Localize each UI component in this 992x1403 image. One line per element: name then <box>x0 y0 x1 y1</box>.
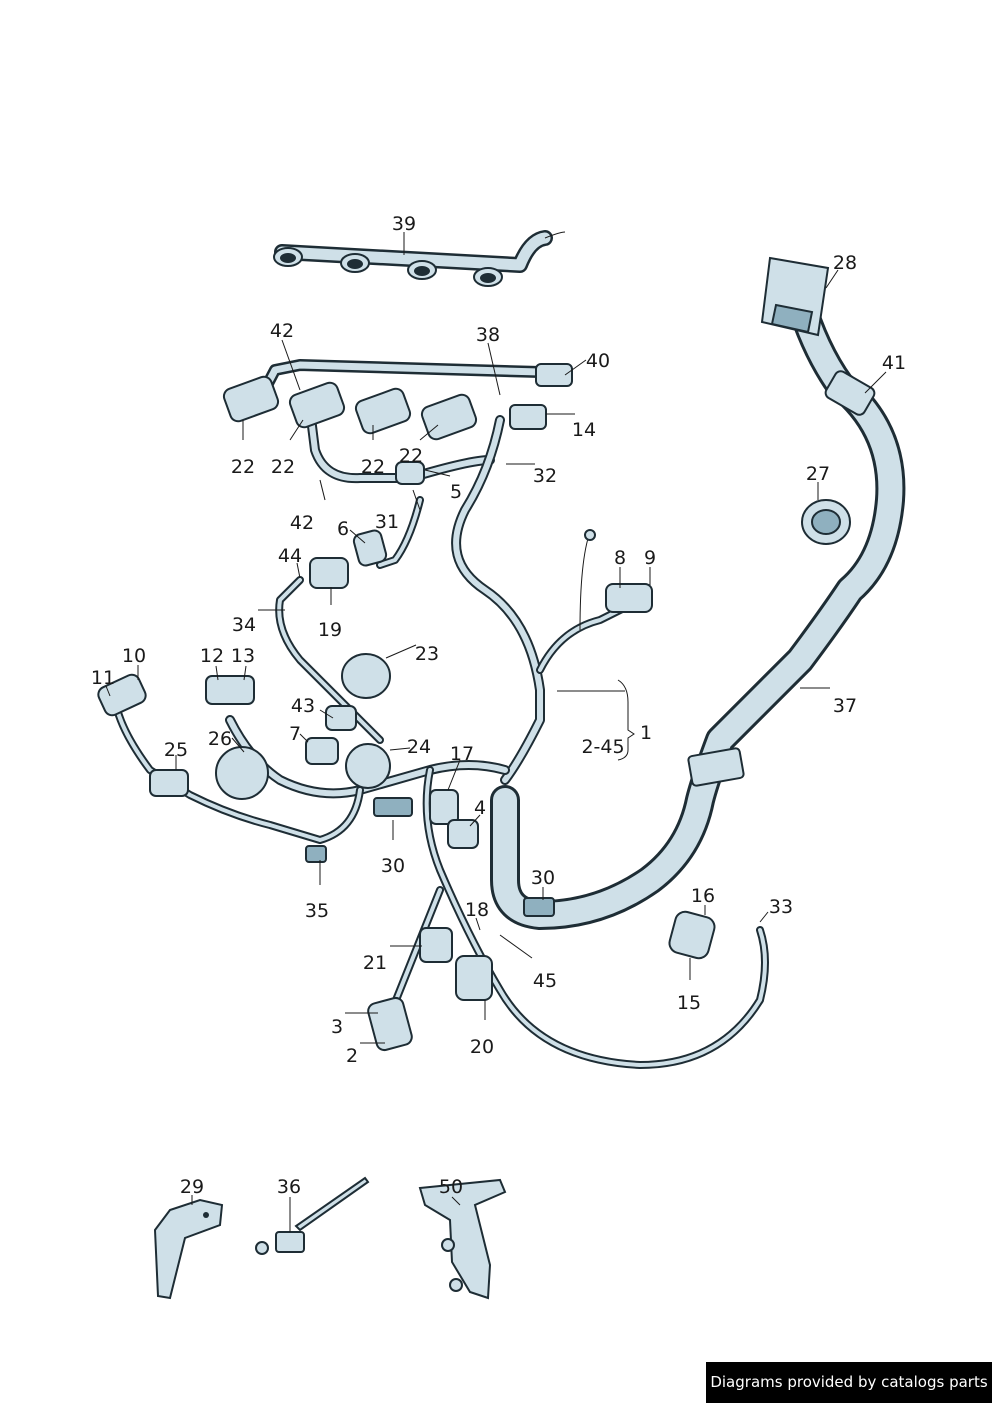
callout-28: 28 <box>833 252 857 274</box>
callout-4: 4 <box>474 797 486 819</box>
connector-40 <box>535 363 573 387</box>
connector-17 <box>429 789 459 825</box>
callout-36: 36 <box>277 1176 301 1198</box>
callout-12: 12 <box>200 645 224 667</box>
callout-19: 19 <box>318 619 342 641</box>
callout-20: 20 <box>470 1036 494 1058</box>
connector-23 <box>341 653 391 699</box>
callout-29: 29 <box>180 1176 204 1198</box>
coil-connector-1 <box>222 375 280 423</box>
callout-18: 18 <box>465 899 489 921</box>
callout-38: 38 <box>476 324 500 346</box>
credit-banner: Diagrams provided by catalogs parts <box>706 1362 992 1403</box>
callout-45: 45 <box>533 970 557 992</box>
connector-20 <box>455 955 493 1001</box>
callout-30-b: 30 <box>531 867 555 889</box>
callout-37: 37 <box>833 695 857 717</box>
sleeve-41 <box>824 370 876 416</box>
connector-28 <box>760 256 830 337</box>
coil-connector-3 <box>354 387 412 435</box>
coil-connector-2 <box>288 381 346 429</box>
callout-44: 44 <box>278 545 302 567</box>
callout-43: 43 <box>291 695 315 717</box>
callout-14: 14 <box>572 419 596 441</box>
callout-22-a: 22 <box>231 456 255 478</box>
callout-24: 24 <box>407 736 431 758</box>
callout-39: 39 <box>392 213 416 235</box>
callout-22-b: 22 <box>271 456 295 478</box>
main-trunk-harness <box>490 285 906 930</box>
callout-13: 13 <box>231 645 255 667</box>
callout-22-d: 22 <box>399 445 423 467</box>
callout-6: 6 <box>337 518 349 540</box>
leader-lines <box>105 232 887 1232</box>
callout-40: 40 <box>586 350 610 372</box>
connector-19 <box>309 557 349 589</box>
clip-35 <box>305 845 327 863</box>
connector-12-13 <box>205 675 255 705</box>
connector-26 <box>215 746 269 800</box>
callout-34: 34 <box>232 614 256 636</box>
callout-2: 2 <box>346 1045 358 1067</box>
callout-7: 7 <box>289 723 301 745</box>
clip-30a <box>373 797 413 817</box>
bracket-50 <box>418 1178 507 1300</box>
connector-15-16 <box>668 910 716 960</box>
callout-41: 41 <box>882 352 906 374</box>
callout-3: 3 <box>331 1016 343 1038</box>
callout-32: 32 <box>533 465 557 487</box>
callout-9: 9 <box>644 547 656 569</box>
callout-21: 21 <box>363 952 387 974</box>
callout-10: 10 <box>122 645 146 667</box>
callout-30-a: 30 <box>381 855 405 877</box>
connector-4 <box>447 819 479 849</box>
connector-25 <box>149 769 189 797</box>
connector-6 <box>352 529 388 567</box>
connector-2-3 <box>367 996 413 1052</box>
callout-27: 27 <box>806 463 830 485</box>
callout-31: 31 <box>375 511 399 533</box>
connector-21 <box>419 927 453 963</box>
central-harness <box>111 415 769 1069</box>
callout-50: 50 <box>439 1176 463 1198</box>
callout-2-45: 2-45 <box>581 736 624 758</box>
connector-7 <box>305 737 339 765</box>
callout-11: 11 <box>91 667 115 689</box>
bracket-29 <box>153 1198 224 1300</box>
cable-tie-36 <box>255 1176 370 1255</box>
callout-25: 25 <box>164 739 188 761</box>
injector-rail-39 <box>273 230 566 287</box>
callout-33: 33 <box>769 896 793 918</box>
callout-1: 1 <box>640 722 652 744</box>
callout-23: 23 <box>415 643 439 665</box>
connector-8-9 <box>605 583 653 613</box>
connector-5 <box>395 461 425 485</box>
connector-14 <box>509 404 547 430</box>
callout-15: 15 <box>677 992 701 1014</box>
callout-17: 17 <box>450 743 474 765</box>
callout-5: 5 <box>450 481 462 503</box>
clip-30b <box>523 897 555 917</box>
callout-42-bottom: 42 <box>290 512 314 534</box>
callout-16: 16 <box>691 885 715 907</box>
callout-22-c: 22 <box>361 456 385 478</box>
connector-43 <box>325 705 357 731</box>
callout-35: 35 <box>305 900 329 922</box>
callout-8: 8 <box>614 547 626 569</box>
connector-24 <box>345 743 391 789</box>
callout-labels: 39 28 42 38 40 41 14 22 22 22 22 32 5 27… <box>91 213 906 1198</box>
coil-connector-4 <box>420 393 478 441</box>
callout-42-top: 42 <box>270 320 294 342</box>
boot-37 <box>687 747 745 787</box>
grommet-27 <box>801 499 851 545</box>
callout-26: 26 <box>208 728 232 750</box>
connector-10-11 <box>97 673 147 717</box>
